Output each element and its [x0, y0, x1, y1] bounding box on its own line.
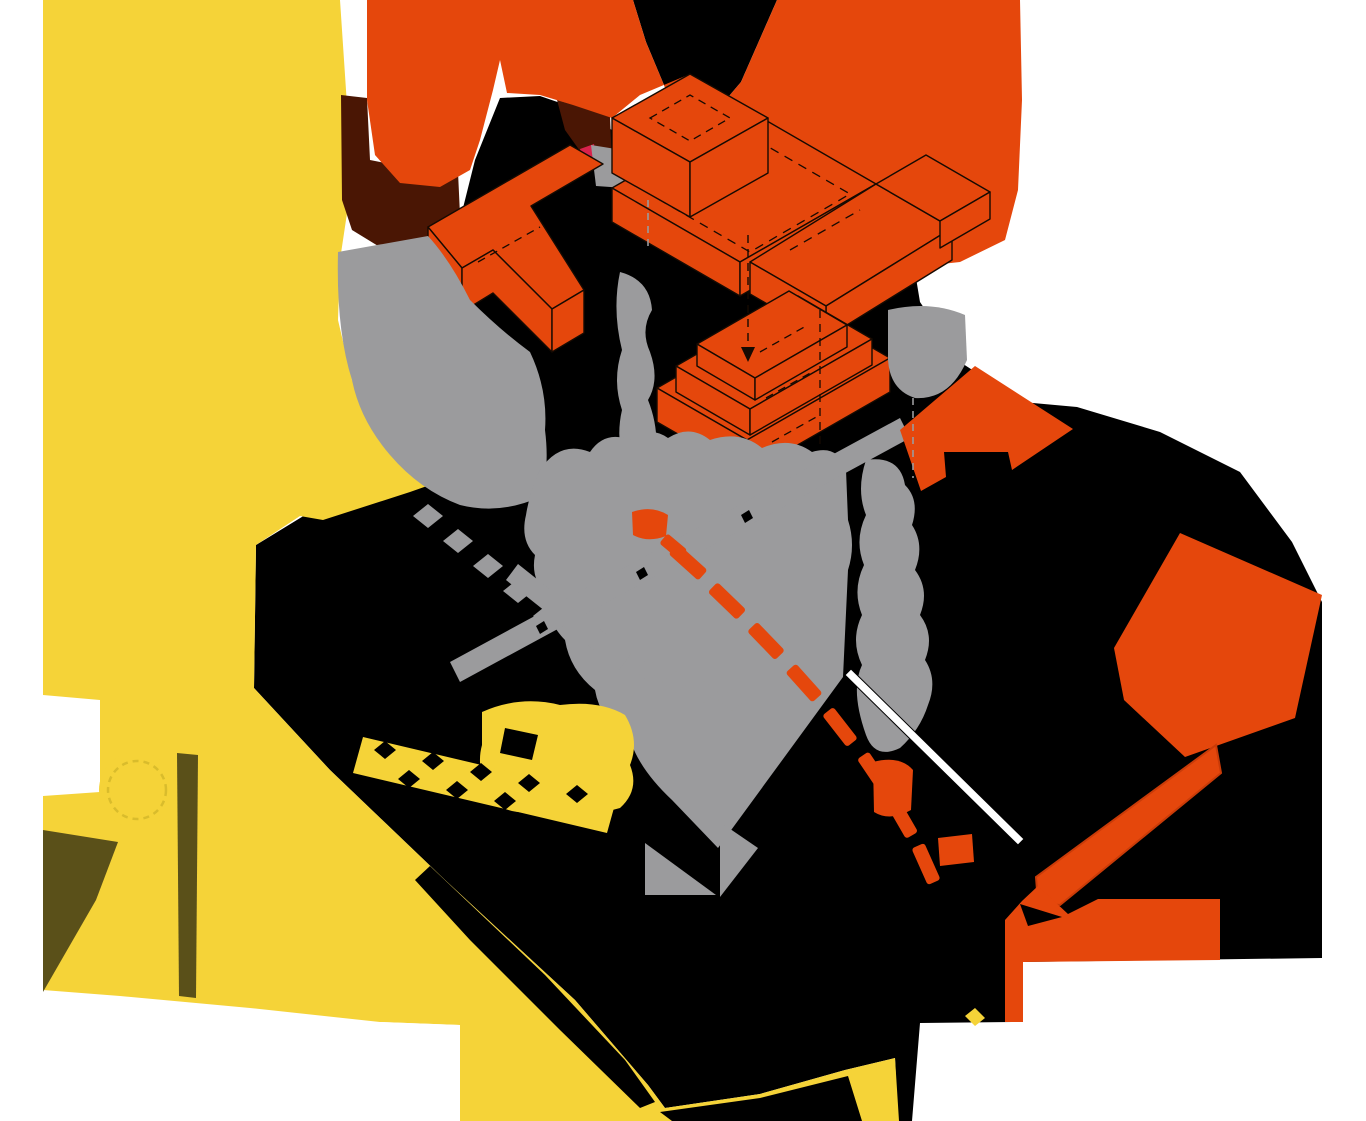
orange-blob-right-small [873, 759, 913, 817]
orange-dash-road-8 [912, 843, 940, 885]
roundabout-circle [99, 752, 175, 828]
checker-band-holes [374, 741, 588, 810]
gray-chain-left-of-steps [616, 272, 657, 474]
gray-foot-left [645, 843, 716, 895]
projection-arrowhead [741, 347, 755, 362]
cube-face-right [689, 117, 769, 218]
gray-foot-right [720, 822, 758, 897]
gray-mass-upper-left [337, 236, 547, 509]
orange-roof-rhombus [900, 366, 1073, 491]
road-sliver-white [844, 668, 1025, 846]
cube-roof-inset-dashed [648, 94, 732, 142]
slab-ne-face [939, 191, 991, 249]
walkway-tick-marks [536, 510, 753, 634]
gray-blob-mid-right [888, 306, 967, 399]
gray-walkway-bar-short [506, 564, 631, 670]
checker-band-yellow [353, 737, 617, 833]
black-notch-bottom-right [1020, 904, 1062, 926]
step-front-dashes [759, 325, 819, 443]
orange-dash-road-3 [748, 622, 784, 660]
gray-platform-central [524, 431, 852, 848]
orange-square-small [938, 834, 974, 866]
slab-base-hidden-rect-dashed [658, 141, 852, 253]
yellow-tick-bottom [965, 1008, 985, 1026]
yellow-island-hole [500, 728, 538, 760]
orange-dash-road-2 [708, 583, 746, 619]
gray-chain-right [856, 459, 933, 752]
roundabout-ring-dashed [106, 759, 168, 821]
orange-accent-mid-blob [632, 509, 668, 540]
orange-dash-road-5 [823, 708, 857, 746]
orange-dash-road-4 [786, 664, 822, 702]
gray-stepping-stones-upper [413, 504, 563, 628]
orange-dash-road-start [660, 534, 687, 559]
step-small-face-right [754, 324, 848, 401]
yellow-field-black-slit [415, 866, 655, 1108]
step-mid-face-right [749, 338, 873, 436]
olive-shadow-wedge [43, 830, 118, 992]
gray-stepping-stones-lower [634, 659, 746, 711]
yellow-field-bottom-shadow [660, 1076, 862, 1121]
orange-mass-bottom-right [1005, 886, 1220, 1022]
slab-east-hidden-dashed [789, 209, 861, 251]
cwall-hidden-edge-dashed [477, 226, 541, 263]
orange-hexagon-east [1114, 533, 1322, 757]
white-cut-bottom-left [380, 1022, 460, 1121]
white-notch-left [43, 695, 100, 796]
cwall-face-right [551, 289, 585, 353]
olive-shadow-stem [177, 753, 198, 998]
meadow-yellow-field [43, 0, 899, 1121]
